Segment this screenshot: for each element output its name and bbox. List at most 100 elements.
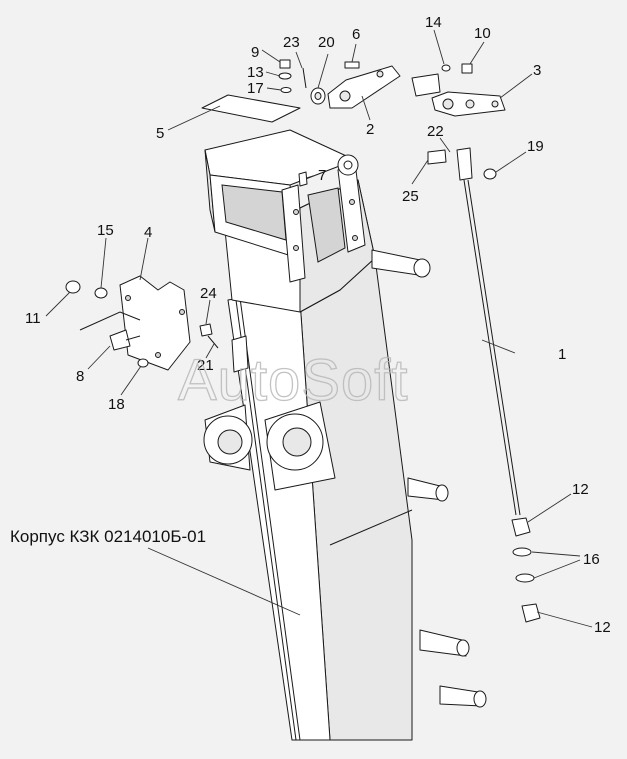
lever-3-hole-a (442, 98, 454, 110)
shaft-stub-mid-end (435, 484, 449, 502)
nut-12-top (511, 517, 531, 537)
callout-11: 11 (25, 310, 41, 327)
leader-19 (495, 151, 527, 173)
callout-21: 21 (197, 357, 214, 374)
callout-22: 22 (427, 123, 444, 140)
callout-1: 1 (558, 346, 566, 363)
leader-12-top (527, 493, 572, 523)
pin-21 (207, 335, 219, 349)
callout-15: 15 (97, 222, 114, 239)
cover-hole-a (125, 295, 131, 301)
pin-23 (302, 67, 307, 89)
leader-6 (351, 43, 357, 63)
cover-plate-5 (201, 94, 301, 123)
lever-3-hole-b (465, 99, 475, 109)
callout-7: 7 (318, 167, 326, 184)
callout-10: 10 (474, 25, 491, 42)
callout-17: 17 (247, 80, 264, 97)
leader-lines (45, 29, 593, 628)
nut-11 (65, 280, 81, 294)
leader-20 (317, 53, 329, 89)
bracket-window (307, 187, 346, 263)
leader-15 (100, 237, 107, 289)
callout-23: 23 (283, 34, 300, 51)
rod-assembly (427, 147, 541, 623)
shaft-stub-bottom-end (473, 690, 487, 708)
pivot-eye (337, 154, 359, 176)
clevis-block (456, 147, 473, 181)
callout-13: 13 (247, 64, 264, 81)
leader-16-b (533, 559, 581, 579)
callout-12-top: 12 (572, 481, 589, 498)
washer-20-hole (314, 92, 322, 100)
small-plate (231, 335, 249, 373)
leader-23 (295, 51, 303, 69)
shaft-stub-low (419, 629, 467, 657)
callout-20: 20 (318, 34, 335, 51)
bolt-6 (344, 61, 360, 69)
callout-16: 16 (583, 551, 600, 568)
bolt-hole-b (293, 245, 299, 251)
leader-3 (499, 73, 533, 99)
leader-12-bottom (536, 611, 593, 628)
leader-4 (139, 237, 149, 281)
leader-22 (439, 137, 451, 153)
housing-edge-line (235, 299, 297, 741)
nut-12-bottom (521, 603, 541, 623)
callout-12-bottom: 12 (594, 619, 611, 636)
nut-10 (461, 63, 473, 74)
leader-10 (469, 41, 485, 65)
lever-3 (411, 63, 506, 117)
callout-3: 3 (533, 62, 541, 79)
callout-18: 18 (108, 396, 125, 413)
leader-9 (261, 49, 281, 63)
callout-6: 6 (352, 26, 360, 43)
bolt-hole-a (293, 209, 299, 215)
callout-19: 19 (527, 138, 544, 155)
washer-19 (483, 168, 497, 180)
leader-16-a (531, 551, 581, 557)
rod-1-right (467, 179, 521, 516)
cover-hole-c (155, 352, 161, 358)
bolt-8-shank (125, 335, 141, 341)
washer-16-b (515, 573, 535, 583)
assembly-caption: Корпус КЗК 0214010Б-01 (10, 527, 206, 546)
fastener-stack (278, 59, 326, 105)
pin-25 (427, 149, 447, 165)
callout-2: 2 (366, 121, 374, 138)
leader-24 (205, 299, 211, 325)
leader-1 (481, 339, 516, 354)
rod-1-left (463, 179, 517, 516)
leader-7 (305, 174, 317, 179)
leader-2 (361, 95, 371, 121)
bolt-7 (298, 171, 308, 187)
housing-seam (329, 509, 413, 546)
lever-2-hole-b (376, 70, 384, 78)
leader-11 (45, 291, 71, 317)
leader-21 (205, 343, 215, 359)
callout-14: 14 (425, 14, 442, 31)
shaft-stub-top-end (413, 258, 431, 278)
shaft-stub-low-end (456, 639, 470, 657)
bracket-left (281, 184, 306, 283)
callout-25: 25 (402, 188, 419, 205)
washer-17 (280, 87, 292, 93)
leader-13 (265, 71, 281, 77)
bolt-8-head (109, 329, 131, 351)
callout-9: 9 (251, 44, 259, 61)
lever-2-hole-a (339, 90, 351, 102)
callout-5: 5 (156, 125, 164, 142)
washer-15 (94, 287, 108, 299)
callouts: 1 2 3 4 5 6 7 8 9 10 11 12 12 13 14 15 1… (25, 14, 611, 636)
callout-24: 24 (200, 285, 217, 302)
washer-13 (278, 72, 292, 80)
watermark: AutoSoft (178, 348, 408, 413)
flange-right-bore (282, 427, 312, 457)
bolt-hole-c (349, 199, 355, 205)
nut-18 (137, 358, 149, 368)
callout-4: 4 (144, 224, 152, 241)
screw-24 (199, 323, 213, 337)
cover-hole-b (179, 309, 185, 315)
